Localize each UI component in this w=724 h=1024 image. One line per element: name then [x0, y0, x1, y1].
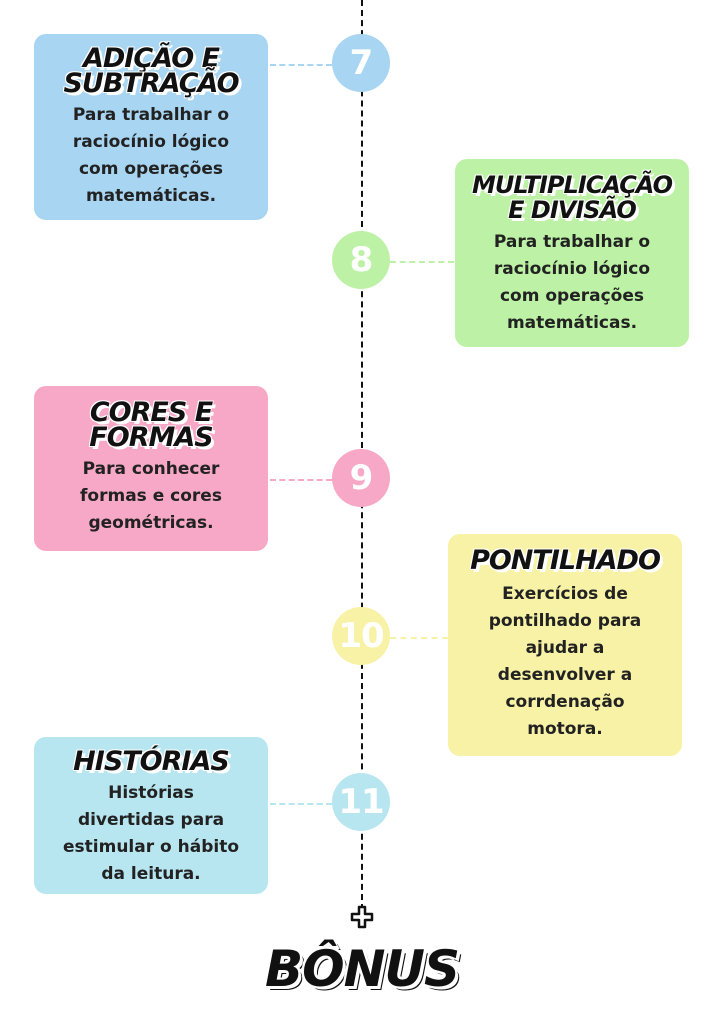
card-pontilhado: PONTILHADO Exercícios de pontilhado para… — [448, 534, 682, 756]
card-multiplicacao-divisao: MULTIPLICAÇÃO E DIVISÃO Para trabalhar o… — [455, 159, 689, 347]
card-description: Para conhecer formas e cores geométricas… — [80, 459, 222, 533]
bonus-title: BÔNUS — [264, 940, 460, 998]
card-title: CORES E FORMAS — [89, 397, 213, 453]
card-cores-formas: CORES E FORMAS Para conhecer formas e co… — [34, 386, 268, 551]
connector-10 — [390, 637, 448, 639]
timeline-node-7: 7 — [332, 34, 390, 92]
card-description: Histórias divertidas para estimular o há… — [63, 783, 239, 884]
timeline-node-11: 11 — [332, 773, 390, 831]
plus-icon — [350, 905, 374, 929]
card-description: Para trabalhar o raciocínio lógico com o… — [72, 105, 230, 206]
card-title: HISTÓRIAS — [73, 746, 230, 777]
card-title: MULTIPLICAÇÃO E DIVISÃO — [471, 171, 673, 224]
node-number: 10 — [338, 616, 384, 656]
card-title: ADIÇÃO E SUBTRAÇÃO — [63, 43, 239, 99]
connector-8 — [390, 261, 454, 263]
card-description: Para trabalhar o raciocínio lógico com o… — [493, 232, 651, 333]
connector-9 — [270, 479, 332, 481]
card-title: PONTILHADO — [470, 545, 661, 576]
connector-11 — [270, 803, 332, 805]
node-number: 7 — [349, 43, 374, 83]
card-description: Exercícios de pontilhado para ajudar a d… — [488, 584, 642, 739]
node-number: 8 — [349, 240, 374, 280]
timeline-node-10: 10 — [332, 607, 390, 665]
connector-7 — [270, 64, 332, 66]
node-number: 11 — [338, 782, 384, 822]
timeline-node-8: 8 — [332, 231, 390, 289]
node-number: 9 — [349, 458, 374, 498]
card-adicao-subtracao: ADIÇÃO E SUBTRAÇÃO Para trabalhar o raci… — [34, 34, 268, 220]
timeline-node-9: 9 — [332, 449, 390, 507]
card-historias: HISTÓRIAS Histórias divertidas para esti… — [34, 737, 268, 894]
